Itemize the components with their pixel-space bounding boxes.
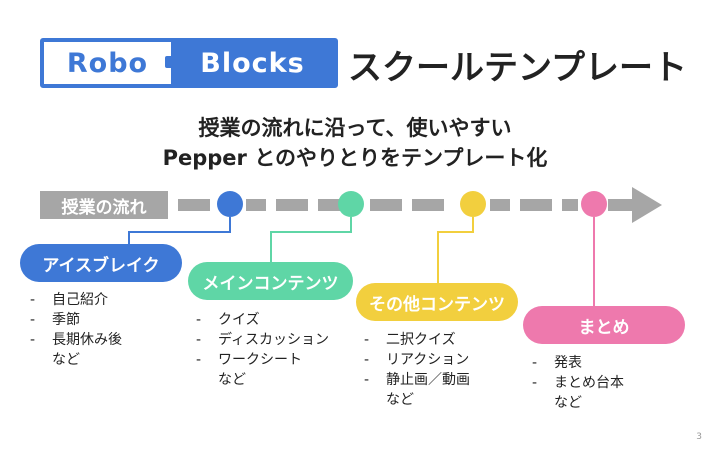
stage-dot-2 <box>338 191 364 217</box>
page-title: スクールテンプレート <box>348 48 687 88</box>
list-item-more: など <box>554 395 582 411</box>
list-item: -ワークシート <box>196 352 302 368</box>
stage-pill-other-content: その他コンテンツ <box>356 283 518 321</box>
list-item: -クイズ <box>196 312 260 328</box>
list-item: -静止画／動画 <box>364 372 470 388</box>
stage-list-summary: -発表 -まとめ台本 など <box>532 353 624 413</box>
list-item: -二択クイズ <box>364 332 456 348</box>
logo-blocks-text: Blocks <box>165 42 334 84</box>
list-item: -発表 <box>532 355 582 371</box>
stage-dot-1 <box>217 191 243 217</box>
stage-list-other-content: -二択クイズ -リアクション -静止画／動画 など <box>364 330 470 410</box>
list-item: -リアクション <box>364 352 470 368</box>
stage-pill-icebreak: アイスブレイク <box>20 244 182 282</box>
arrow-head-icon <box>632 187 662 223</box>
page-number: 3 <box>696 432 702 442</box>
list-item: -ディスカッション <box>196 332 330 348</box>
list-item: -長期休み後 <box>30 332 122 348</box>
stage-pill-summary: まとめ <box>523 306 685 344</box>
stage-list-main-content: -クイズ -ディスカッション -ワークシート など <box>196 310 329 390</box>
list-item-more: など <box>218 372 246 388</box>
stage-list-icebreak: -自己紹介 -季節 -長期休み後 など <box>30 290 122 370</box>
logo-robo-text: Robo <box>66 47 149 79</box>
stage-pill-main-content: メインコンテンツ <box>188 262 353 300</box>
list-item: -自己紹介 <box>30 292 108 308</box>
subtitle-line-2: Pepper とのやりとりをテンプレート化 <box>162 146 548 170</box>
list-item-more: など <box>386 392 414 408</box>
robo-blocks-logo: Robo Blocks <box>40 38 338 88</box>
subtitle-line-1: 授業の流れに沿って、使いやすい <box>198 116 512 140</box>
list-item: -まとめ台本 <box>532 375 624 391</box>
stage-dot-3 <box>460 191 486 217</box>
list-item: -季節 <box>30 312 80 328</box>
list-item-more: など <box>52 352 80 368</box>
flow-label: 授業の流れ <box>40 191 168 219</box>
stage-dot-4 <box>581 191 607 217</box>
